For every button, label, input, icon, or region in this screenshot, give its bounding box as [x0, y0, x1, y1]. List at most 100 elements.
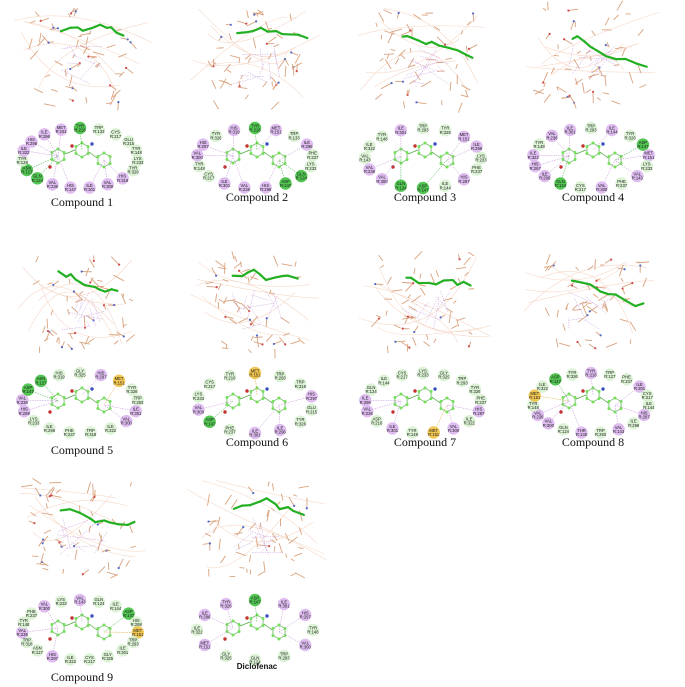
residue-stick [460, 94, 469, 98]
atom [248, 318, 252, 321]
residue-stick [254, 336, 263, 339]
residue-name: ASN [23, 165, 32, 170]
residue-disc [287, 129, 301, 143]
ribbon [378, 284, 458, 343]
residue-disc [54, 123, 68, 136]
residue-number: R:151 [458, 136, 470, 141]
residue-disc [112, 374, 126, 388]
atom [249, 323, 253, 326]
residue-stick [596, 286, 606, 289]
residue-number: R:233 [193, 396, 205, 401]
atom [41, 542, 44, 545]
residue-stick [448, 312, 451, 324]
interaction-line [260, 535, 277, 553]
interaction-line [592, 129, 613, 151]
residue-stick [39, 552, 44, 565]
residue-number: R:144 [606, 130, 618, 135]
panel-caption: Compound 7 [393, 435, 457, 449]
ligand-bond [407, 394, 419, 400]
ligand-atom [96, 634, 100, 637]
residue-disc [131, 626, 145, 639]
residue-number: R:301 [249, 433, 261, 438]
residue-name: TYR [20, 618, 28, 623]
residue-stick [94, 62, 101, 68]
ligand-atom [231, 161, 235, 165]
residue-stick [619, 318, 629, 322]
interaction-line [232, 130, 235, 157]
residue-disc [386, 422, 399, 435]
residue-stick [113, 274, 125, 282]
ligand-atom [231, 633, 235, 637]
residue-stick [49, 41, 54, 43]
panel-caption: Diclofenac [236, 662, 278, 671]
residue-number: R:217 [84, 659, 96, 664]
residue-name: ILE [389, 424, 395, 429]
ligand-stick [103, 288, 113, 293]
residue-number: R:322 [105, 428, 117, 433]
ligand-atom [393, 396, 397, 399]
ligand-bond [239, 621, 251, 627]
residue-number: R:148 [18, 622, 30, 627]
residue-number: R:216 [224, 376, 236, 381]
residue-stick [273, 546, 276, 552]
interaction-line [569, 318, 583, 321]
residue-stick [250, 272, 256, 281]
ligand-atom [585, 390, 589, 393]
residue-name: ILE [442, 181, 448, 186]
ligand-atom [249, 624, 253, 627]
residue-number: R:301 [395, 130, 407, 135]
residue-disc [92, 595, 106, 608]
residue-stick [20, 484, 33, 488]
residue-stick [403, 101, 406, 109]
interaction-line [587, 49, 612, 67]
residue-stick [45, 503, 48, 509]
residue-stick [576, 50, 582, 54]
residue-stick [542, 7, 547, 11]
residue-disc [437, 368, 451, 382]
ligand-atom [271, 627, 275, 630]
residue-stick [290, 340, 301, 345]
interaction-line [252, 517, 270, 556]
residue-name: MET [200, 640, 209, 645]
residue-number: R:301 [278, 604, 290, 609]
residue-stick [249, 555, 251, 562]
interaction-line [79, 300, 82, 309]
residue-name: TRP [23, 637, 32, 642]
residue-number: R:297 [95, 375, 107, 380]
residue-stick [32, 280, 40, 286]
residue-number: R:297 [47, 656, 59, 661]
residue-stick [622, 282, 633, 288]
residue-number: R:318 [21, 642, 33, 647]
interaction-line [61, 526, 66, 539]
residue-number: R:217 [642, 395, 654, 400]
residue-stick [47, 282, 53, 285]
residue-disc [109, 128, 122, 141]
residue-disc [248, 426, 262, 440]
residue-name: TYR [251, 123, 259, 128]
atom [255, 20, 258, 23]
residue-stick [547, 261, 557, 271]
residue-stick [218, 267, 227, 270]
residue-stick [246, 10, 249, 19]
ligand-atom [231, 619, 235, 623]
residue-number: R:236 [47, 184, 59, 189]
residue-disc [84, 426, 97, 439]
ligand-stick [599, 290, 610, 296]
residue-stick [457, 277, 461, 283]
residue-stick [400, 54, 406, 60]
ribbon [213, 519, 314, 543]
residue-disc [358, 151, 372, 165]
interaction-line [433, 300, 440, 330]
residue-stick [273, 255, 279, 267]
residue-stick [579, 301, 588, 305]
ligand-bond [88, 151, 98, 159]
atom [52, 283, 55, 287]
ligand-atom [613, 396, 617, 400]
interaction-line [392, 400, 402, 429]
interaction-line [413, 59, 450, 85]
residue-stick [40, 17, 49, 22]
residue-stick [42, 325, 46, 334]
